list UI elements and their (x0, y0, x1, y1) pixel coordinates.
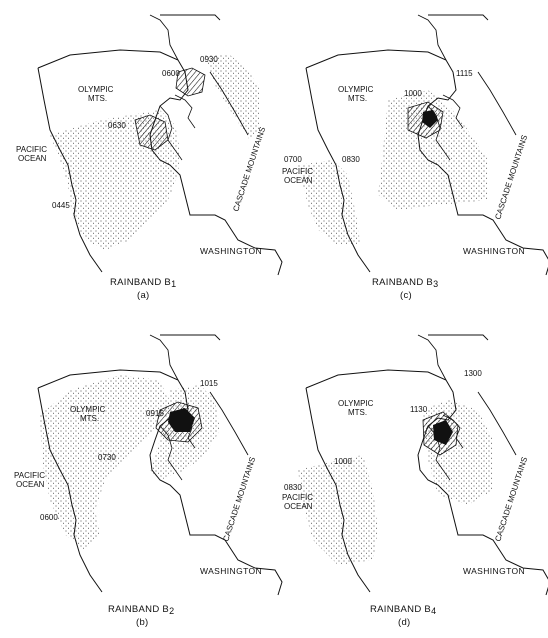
time-label-d-1000: 1000 (334, 457, 352, 466)
panel-letter-c: (c) (400, 290, 412, 301)
panel-a: OLYMPIC MTS. PACIFIC OCEAN 0600 0930 063… (16, 14, 283, 301)
time-label-d-1300: 1300 (464, 369, 482, 378)
pacific-label-b2: OCEAN (16, 480, 45, 489)
panel-b: OLYMPIC MTS. PACIFIC OCEAN 0915 1015 073… (14, 334, 283, 628)
olympic-label-c2: MTS. (348, 94, 367, 103)
washington-label-d: WASHINGTON (463, 566, 525, 576)
caption-c: RAINBAND B3 (372, 277, 438, 289)
time-label-c-1115: 1115 (456, 69, 473, 78)
cascade-label-b: CASCADE MOUNTAINS (221, 456, 257, 543)
caption-a: RAINBAND B1 (110, 277, 176, 289)
washington-label-c: WASHINGTON (463, 246, 525, 256)
stipple-region-c-east (378, 90, 488, 210)
stipple-region-a-east (205, 55, 260, 140)
pacific-label-d2: OCEAN (284, 502, 313, 511)
panel-c: OLYMPIC MTS. PACIFIC OCEAN 1000 1115 070… (282, 14, 548, 301)
washington-label-b: WASHINGTON (200, 566, 262, 576)
pacific-label-c2: OCEAN (284, 176, 313, 185)
pacific-label-a1: PACIFIC (16, 145, 47, 154)
time-label-b-0730: 0730 (98, 453, 116, 462)
olympic-label-c1: OLYMPIC (338, 85, 374, 94)
olympic-label-a1: OLYMPIC (78, 85, 114, 94)
stipple-region-d-west (298, 455, 378, 565)
olympic-label-d2: MTS. (348, 408, 367, 417)
time-label-b-0915: 0915 (146, 409, 164, 418)
time-label-d-1130: 1130 (410, 405, 428, 414)
echo-b-core (168, 408, 195, 432)
cascade-label-c: CASCADE MOUNTAINS (493, 134, 529, 221)
time-label-a-0600: 0600 (162, 69, 180, 78)
time-label-c-0830: 0830 (342, 155, 360, 164)
pacific-label-c1: PACIFIC (282, 167, 313, 176)
time-label-a-0930: 0930 (200, 55, 218, 64)
cascade-label-d: CASCADE MOUNTAINS (493, 456, 529, 543)
caption-d: RAINBAND B4 (370, 604, 436, 616)
pacific-label-b1: PACIFIC (14, 471, 45, 480)
time-label-d-0830: 0830 (284, 483, 302, 492)
panel-letter-d: (d) (398, 617, 411, 628)
olympic-label-b2: MTS. (80, 414, 99, 423)
echo-a1 (134, 114, 169, 151)
washington-label-a: WASHINGTON (200, 246, 262, 256)
panel-letter-a: (a) (137, 290, 150, 301)
time-label-c-1000: 1000 (404, 89, 422, 98)
time-label-a-0445: 0445 (52, 201, 70, 210)
panel-letter-b: (b) (136, 617, 149, 628)
pacific-label-d1: PACIFIC (282, 493, 313, 502)
olympic-label-b1: OLYMPIC (70, 405, 106, 414)
pacific-label-a2: OCEAN (18, 154, 47, 163)
time-label-c-0700: 0700 (284, 155, 302, 164)
time-label-a-0630: 0630 (108, 121, 126, 130)
echo-c-core (422, 110, 438, 128)
panel-d: OLYMPIC MTS. PACIFIC OCEAN 1130 1300 100… (282, 334, 548, 628)
echo-d-core (433, 420, 453, 445)
olympic-label-d1: OLYMPIC (338, 399, 374, 408)
olympic-label-a2: MTS. (88, 94, 107, 103)
time-label-b-0600: 0600 (40, 513, 58, 522)
caption-b: RAINBAND B2 (108, 604, 174, 616)
time-label-b-1015: 1015 (200, 379, 218, 388)
echo-a2 (175, 67, 206, 97)
